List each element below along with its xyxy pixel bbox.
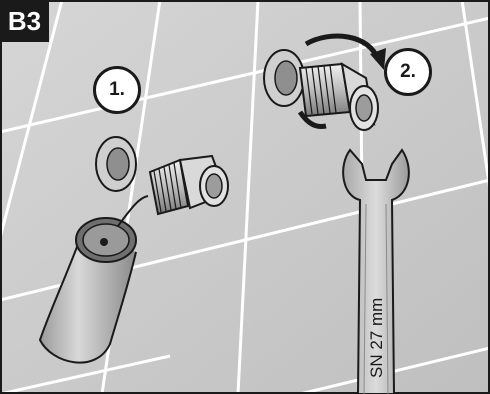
step-2-label: 2. — [384, 48, 432, 96]
threaded-bolt-icon — [148, 154, 229, 216]
rotation-arrow-icon — [297, 33, 386, 129]
rubber-washer-icon — [95, 136, 137, 192]
open-end-wrench-icon — [342, 148, 410, 394]
wrench-marking: SN 27 mm — [367, 298, 386, 378]
step-1-label: 1. — [93, 66, 141, 114]
sealing-cap-icon — [38, 195, 149, 364]
section-label: B3 — [0, 0, 49, 42]
mounted-bolt-icon — [263, 49, 379, 131]
